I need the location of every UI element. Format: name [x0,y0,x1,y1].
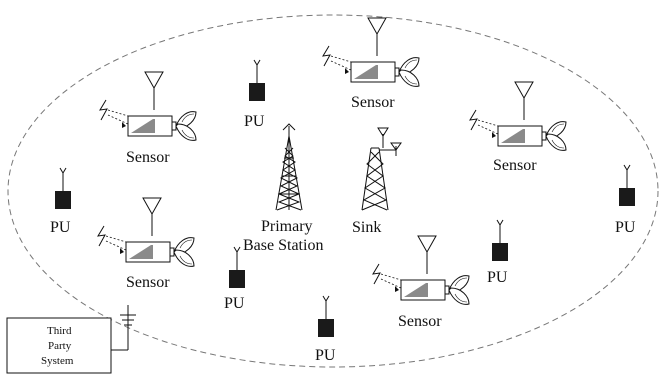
pu-label: PU [487,269,508,286]
sink-label: Sink [352,219,381,236]
primary-user-icon [317,295,335,338]
sensor-node-5: Sensor [372,235,470,330]
third-party-label-line2: Party [48,340,72,352]
pu-node-6: PU [615,164,636,236]
primary-user-icon [248,59,266,102]
third-party-label-line3: System [41,355,74,367]
sensor-node-4: Sensor [97,197,195,291]
sensor-label: Sensor [493,157,537,174]
pu-node-3: PU [224,246,246,312]
primary-user-icon [54,167,72,210]
pu-label: PU [224,295,245,312]
sensor-label: Sensor [126,149,170,166]
pu-label: PU [315,347,336,364]
pu-label: PU [244,113,265,130]
sink-node: Sink [352,127,402,236]
sensor-node-1: Sensor [99,71,197,166]
sensor-label: Sensor [398,313,442,330]
sensor-label: Sensor [351,94,395,111]
sensor-node-3: Sensor [469,81,567,174]
lattice-tower-icon [275,123,303,211]
pu-label: PU [50,219,71,236]
third-party-antenna-icon [111,305,136,351]
sensor-node-icon [97,197,195,267]
primary-user-icon [491,219,509,262]
sensor-node-icon [372,235,470,305]
primary-base-station: Primary Base Station [243,123,323,254]
base-station-label-line1: Primary [261,218,313,235]
third-party-system: Third Party System [6,305,136,374]
pu-node-1: PU [244,59,266,130]
sensor-node-icon [469,81,567,151]
pu-label: PU [615,219,636,236]
sensor-node-2: Sensor [322,17,420,111]
third-party-label-line1: Third [47,325,72,337]
network-boundary [7,14,659,368]
primary-user-icon [618,164,636,207]
pu-node-4: PU [315,295,336,364]
sensor-node-icon [322,17,420,87]
sensor-node-icon [99,71,197,141]
sensor-label: Sensor [126,274,170,291]
pu-node-5: PU [487,219,509,286]
base-station-label-line2: Base Station [243,237,323,254]
pu-node-2: PU [50,167,72,236]
sink-tower-icon [361,127,402,211]
